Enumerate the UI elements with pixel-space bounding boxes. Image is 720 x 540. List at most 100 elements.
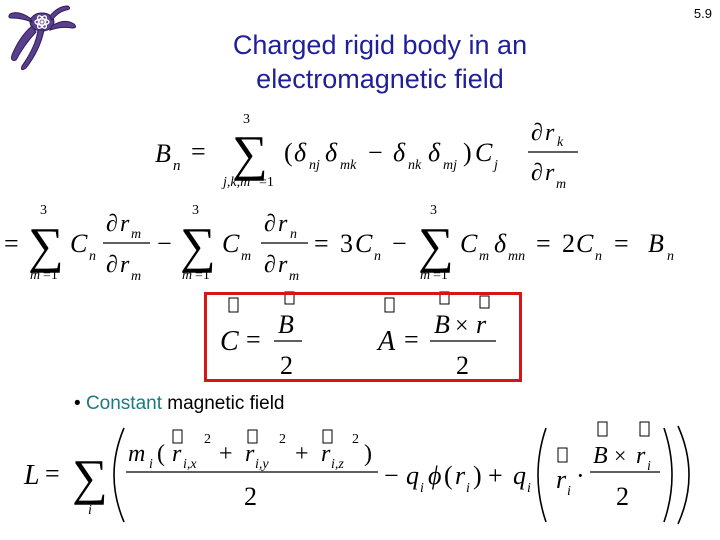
svg-text:n: n: [89, 249, 96, 264]
equation-2: = 3 ∑ m =1 C n ∂ r m ∂ r m − 3 ∑ m =1 C …: [4, 203, 674, 284]
svg-text:2: 2: [352, 432, 359, 447]
svg-text:B: B: [648, 229, 664, 258]
svg-text:A: A: [376, 326, 396, 357]
svg-text:n: n: [667, 249, 674, 264]
svg-text:r: r: [636, 443, 646, 469]
svg-text:−: −: [157, 229, 172, 258]
svg-text:∂: ∂: [531, 120, 543, 146]
svg-text:3: 3: [243, 112, 250, 127]
svg-text:+: +: [295, 441, 309, 467]
svg-text:(: (: [157, 441, 165, 467]
svg-text:i: i: [466, 481, 470, 496]
svg-text:=: =: [45, 459, 60, 488]
bullet-accent-word: Constant: [85, 393, 162, 414]
svg-text:×: ×: [614, 443, 626, 468]
svg-text:r: r: [172, 441, 182, 467]
svg-text:·: ·: [576, 461, 585, 490]
svg-text:n: n: [595, 249, 602, 264]
svg-text:r: r: [120, 252, 130, 278]
svg-text:i: i: [88, 503, 92, 518]
svg-text:=: =: [4, 229, 19, 258]
svg-text:mk: mk: [340, 158, 357, 173]
svg-text:i: i: [420, 481, 424, 496]
highlight-box: [204, 292, 522, 382]
svg-text:i: i: [647, 459, 651, 474]
svg-text:r: r: [455, 461, 466, 490]
bullet-text: magnetic field: [161, 393, 285, 414]
svg-text:2: 2: [456, 351, 469, 380]
svg-text:L: L: [23, 460, 40, 491]
svg-text:i: i: [567, 484, 571, 499]
title-line-1: Charged rigid body in an: [232, 30, 528, 60]
svg-text:m: m: [131, 269, 141, 284]
svg-text:−: −: [392, 229, 407, 258]
svg-text:m: m: [131, 227, 141, 242]
svg-text:C: C: [220, 326, 239, 357]
equation-1: B n = 3 ∑ j,k,m =1 ( δ nj δ mk − δ nk δ …: [155, 112, 578, 192]
svg-text:): ): [463, 138, 472, 167]
svg-text:B: B: [593, 443, 608, 469]
svg-text:C: C: [475, 138, 493, 167]
svg-text:i,x: i,x: [183, 457, 197, 472]
svg-text:r: r: [321, 441, 331, 467]
svg-text:r: r: [278, 252, 288, 278]
svg-text:+: +: [219, 441, 233, 467]
svg-text:−: −: [384, 461, 399, 490]
svg-text:∑: ∑: [418, 217, 454, 273]
svg-text:2: 2: [280, 351, 293, 380]
lizard-logo: [8, 5, 77, 71]
svg-text:=: =: [536, 229, 551, 258]
svg-text:=: =: [404, 325, 419, 354]
svg-text:∂: ∂: [264, 211, 276, 237]
svg-text:i,z: i,z: [331, 457, 344, 472]
svg-text:m: m: [479, 249, 489, 264]
slide-title: Charged rigid body in an electromagnetic…: [150, 28, 610, 96]
svg-text:m: m: [30, 268, 40, 283]
svg-text:i: i: [149, 457, 153, 472]
svg-text:k: k: [557, 135, 564, 150]
svg-text:r: r: [476, 310, 487, 339]
svg-text:i,y: i,y: [255, 457, 269, 472]
svg-text:n: n: [374, 249, 381, 264]
svg-text:j,k,m: j,k,m: [221, 175, 250, 190]
svg-text:∑: ∑: [180, 217, 216, 273]
svg-text:∂: ∂: [531, 160, 543, 186]
equation-3: C = B 2: [220, 291, 302, 380]
svg-text:): ): [473, 461, 482, 490]
svg-text:×: ×: [455, 313, 469, 339]
svg-text:(: (: [444, 461, 453, 490]
svg-text:=: =: [191, 137, 206, 166]
svg-text:r: r: [556, 465, 567, 494]
svg-text:∑: ∑: [232, 125, 268, 181]
svg-text:∂: ∂: [106, 252, 118, 278]
svg-text:3: 3: [192, 203, 199, 218]
svg-text:C: C: [222, 229, 240, 258]
svg-text:2: 2: [204, 432, 211, 447]
svg-text:∂: ∂: [264, 252, 276, 278]
svg-text:2: 2: [279, 432, 286, 447]
svg-text:n: n: [173, 158, 181, 174]
svg-text:r: r: [545, 160, 555, 186]
svg-text:=1: =1: [259, 175, 274, 190]
svg-text:δ: δ: [294, 138, 307, 167]
svg-text:=1: =1: [43, 268, 58, 283]
svg-text:q: q: [406, 461, 419, 490]
svg-text:∑: ∑: [28, 217, 64, 273]
svg-text:mn: mn: [508, 249, 525, 264]
svg-text:C: C: [460, 229, 478, 258]
svg-text:=1: =1: [195, 268, 210, 283]
svg-text:=1: =1: [433, 268, 448, 283]
svg-text:nj: nj: [309, 158, 320, 173]
svg-text:2: 2: [616, 482, 629, 511]
svg-text:=: =: [246, 325, 261, 354]
svg-text:C: C: [70, 229, 88, 258]
svg-text:3: 3: [430, 203, 437, 218]
equation-5: L = ∑ i m i ( r 2 i,x + r 2 i,y + r 2 i,…: [23, 421, 690, 525]
bullet-constant-magnetic-field: • Constant magnetic field: [74, 393, 285, 415]
svg-text:B: B: [278, 310, 294, 339]
svg-text:): ): [364, 441, 372, 467]
svg-text:m: m: [241, 249, 251, 264]
svg-text:m: m: [556, 177, 566, 192]
svg-text:3: 3: [40, 203, 47, 218]
svg-text:nk: nk: [408, 158, 422, 173]
